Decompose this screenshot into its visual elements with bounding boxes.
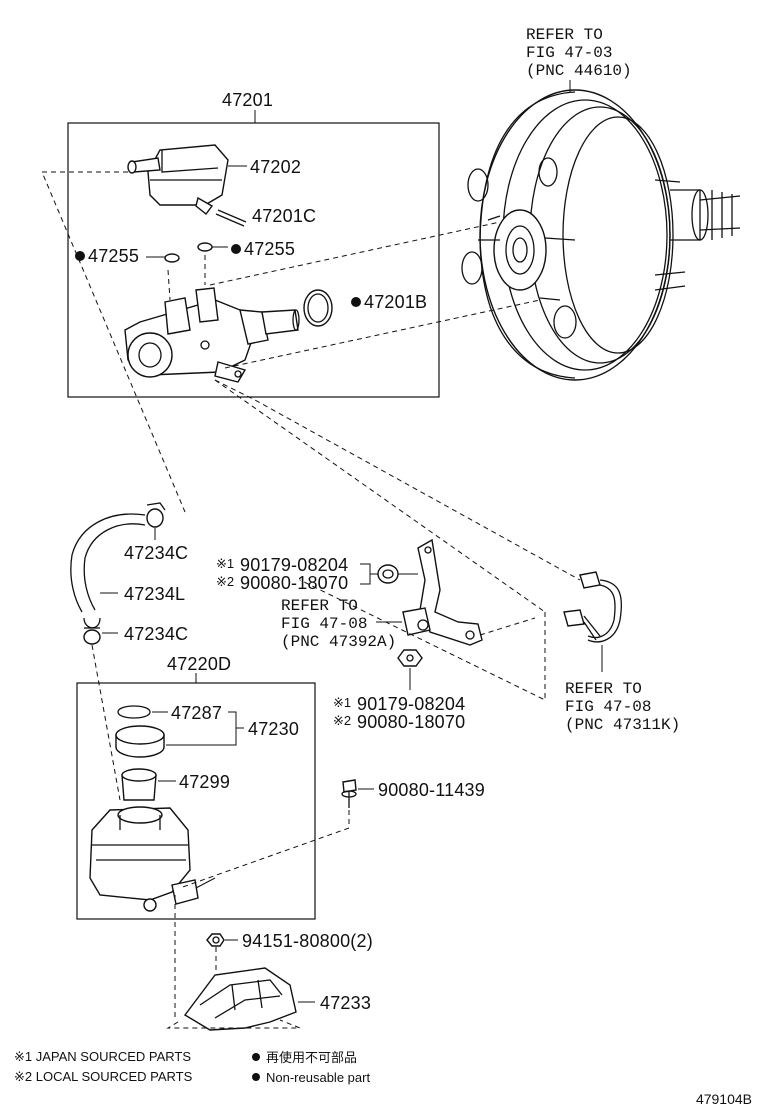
label-47234C-bottom: 47234C (124, 624, 188, 644)
top-bushing-pn2: 90080-18070 (240, 573, 348, 593)
label-47234L: 47234L (124, 584, 185, 604)
figure-code: 479104B (696, 1091, 752, 1107)
reservoir-tank-drawing (89, 806, 199, 912)
label-47201: 47201 (222, 90, 273, 110)
legend: ※1 JAPAN SOURCED PARTS ※2 LOCAL SOURCED … (14, 1049, 370, 1085)
booster-ref-line2: FIG 47-03 (526, 44, 612, 62)
mount-bracket-drawing (402, 538, 483, 646)
cap-47230-drawing (115, 725, 165, 758)
label-90080-11439: 90080-11439 (378, 780, 485, 800)
legend-note-local: ※2 LOCAL SOURCED PARTS (14, 1069, 193, 1084)
pin-47201c-drawing (215, 209, 247, 227)
label-47234C-top: 47234C (124, 543, 188, 563)
booster-ref-line1: REFER TO (526, 26, 603, 44)
top-bushing-mark2: ※2 (216, 574, 234, 589)
bracket-47233-drawing (183, 967, 297, 1031)
label-94151-80800: 94151-80800(2) (242, 931, 373, 951)
label-47230: 47230 (248, 719, 299, 739)
booster-reference: REFER TO FIG 47-03 (PNC 44610) (526, 26, 632, 92)
bracket-ref-line1: REFER TO (281, 597, 358, 615)
hose-47234l-drawing (70, 502, 166, 645)
bracket-ref-line2: FIG 47-08 (281, 615, 367, 633)
label-47220D: 47220D (167, 654, 231, 674)
master-cylinder-group-box (67, 122, 440, 398)
bolt-90080-11439-drawing (341, 779, 357, 808)
brake-tube-drawing (563, 571, 623, 672)
bottom-bushing-mark1: ※1 (333, 695, 351, 710)
label-47201B: 47201B (364, 292, 427, 312)
brake-booster-drawing (461, 89, 741, 381)
bottom-bushing-pn1: 90179-08204 (357, 694, 465, 714)
booster-ref-line3: (PNC 44610) (526, 62, 632, 80)
reservoir-group-box (76, 682, 316, 920)
label-47201C: 47201C (252, 206, 316, 226)
clip-47287-drawing (117, 705, 151, 719)
label-47255-left: 47255 (88, 246, 139, 266)
grommet-right-drawing (197, 242, 213, 252)
bracket-ref-line3: (PNC 47392A) (281, 633, 396, 651)
nut-94151-drawing (206, 933, 225, 947)
bottom-bushing-pn2: 90080-18070 (357, 712, 465, 732)
top-bushing-mark1: ※1 (216, 556, 234, 571)
legend-note-japan: ※1 JAPAN SOURCED PARTS (14, 1049, 191, 1064)
strainer-47299-drawing (121, 768, 157, 801)
label-47299: 47299 (179, 772, 230, 792)
grommet-left-drawing (164, 253, 180, 263)
legend-nonreusable-jp: 再使用不可部品 (266, 1050, 357, 1065)
tube-ref-line1: REFER TO (565, 680, 642, 698)
label-47233: 47233 (320, 993, 371, 1013)
legend-nonreusable-en: Non-reusable part (266, 1070, 370, 1085)
label-47255-right: 47255 (244, 239, 295, 259)
label-47202: 47202 (250, 157, 301, 177)
bottom-bushing-mark2: ※2 (333, 713, 351, 728)
tube-ref-line2: FIG 47-08 (565, 698, 651, 716)
bushing-bottom-drawing (397, 649, 423, 690)
master-cylinder-drawing (124, 287, 300, 383)
bushing-top-drawing (377, 564, 418, 584)
label-47287: 47287 (171, 703, 222, 723)
tube-ref-line3: (PNC 47311K) (565, 716, 680, 734)
top-bushing-pn1: 90179-08204 (240, 555, 348, 575)
small-reservoir-drawing (127, 144, 229, 215)
